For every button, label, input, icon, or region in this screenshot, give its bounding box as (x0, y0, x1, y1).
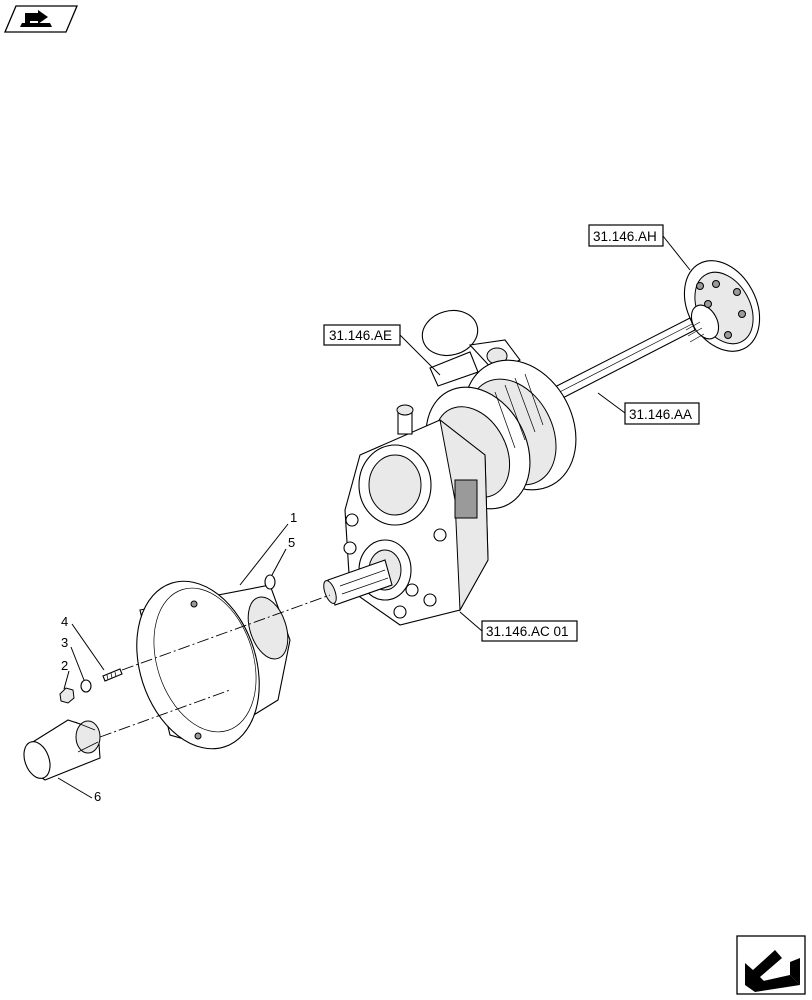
leader-6 (57, 777, 93, 799)
ref-ae-label: 31.146.AE (329, 328, 392, 343)
leader-3 (70, 646, 85, 681)
ref-ac-label: 31.146.AC 01 (486, 624, 569, 639)
callout-6: 6 (94, 789, 101, 804)
axis-line-lower (99, 689, 231, 738)
leader-aa (597, 392, 626, 414)
leader-4 (71, 623, 105, 671)
protective-cone (136, 580, 291, 750)
ref-box-ac[interactable]: 31.146.AC 01 (481, 620, 578, 642)
book-arrow-icon[interactable] (4, 5, 78, 33)
ref-aa-label: 31.146.AA (629, 407, 692, 422)
callout-4: 4 (61, 614, 68, 629)
callout-1: 1 (290, 510, 297, 525)
callout-2: 2 (61, 658, 68, 673)
ref-box-ah[interactable]: 31.146.AH (588, 224, 664, 247)
input-shaft (323, 559, 393, 606)
callout-3: 3 (61, 635, 68, 650)
leader-5 (271, 548, 287, 576)
washer-3 (80, 679, 92, 693)
axis-line-upper (121, 594, 331, 671)
ref-box-ae[interactable]: 31.146.AE (323, 324, 401, 346)
leader-ae (399, 334, 441, 376)
stud-4 (102, 668, 123, 682)
washer-5 (264, 574, 276, 590)
leader-2 (63, 670, 70, 690)
callout-5: 5 (288, 535, 295, 550)
ref-ah-label: 31.146.AH (593, 229, 657, 244)
shaft (544, 317, 696, 405)
leader-ah (662, 235, 691, 271)
leader-ac (459, 611, 483, 632)
protective-cap-6 (23, 719, 101, 781)
flange (683, 260, 761, 352)
ref-box-aa[interactable]: 31.146.AA (624, 402, 700, 425)
leader-1 (239, 523, 289, 586)
return-arrow-icon[interactable] (736, 935, 806, 995)
nut-2 (59, 687, 75, 704)
